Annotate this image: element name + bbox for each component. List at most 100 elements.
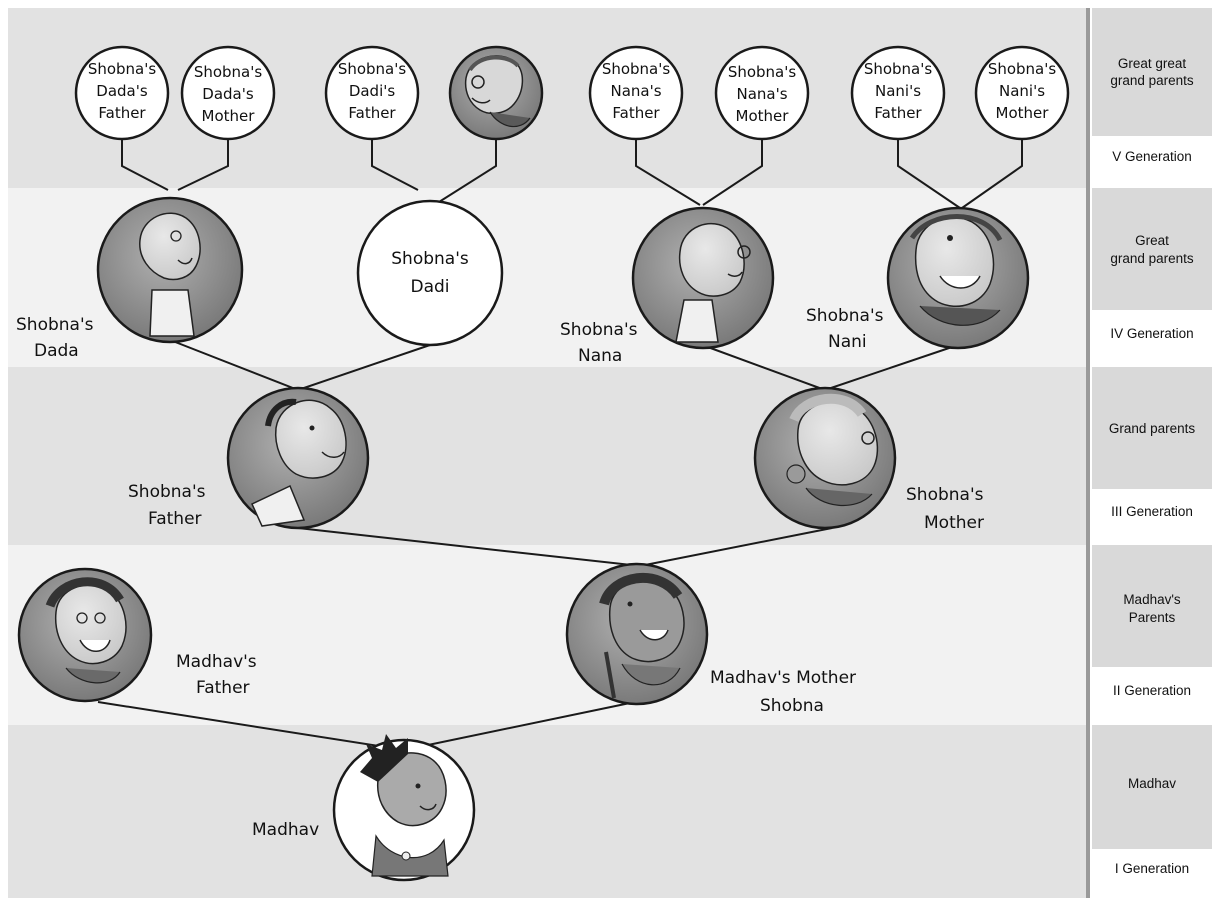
person-label-line: Madhav's Mother — [710, 668, 856, 688]
person-node-dadi-father[interactable]: Shobna's Dadi's Father — [324, 45, 420, 141]
connector-line — [403, 702, 631, 751]
connector-lines — [97, 140, 1023, 751]
person-label-line: Father — [148, 509, 202, 529]
sidebar-generation-label: III Generation — [1111, 504, 1193, 519]
generation-1-nodes: Madhav — [252, 734, 476, 882]
node-text-line: Dada's — [96, 82, 148, 100]
connector-line — [702, 140, 763, 206]
sidebar-generation-label: II Generation — [1113, 683, 1191, 698]
connector-line — [164, 337, 299, 391]
node-text-line: Shobna's — [864, 60, 933, 78]
connector-line — [704, 345, 826, 391]
band-generation-3 — [8, 367, 1086, 545]
node-text-line: Nani's — [875, 82, 921, 100]
node-text-line: Dadi — [410, 277, 449, 297]
person-node-dadi-mother[interactable] — [448, 45, 544, 141]
generation-2-nodes: Madhav's Father Madhav's Mother Shobna — [17, 562, 856, 716]
node-text-line: Father — [874, 104, 922, 122]
sidebar-title-line: Parents — [1129, 610, 1176, 625]
connector-line — [371, 140, 419, 191]
person-node-madhav-mother[interactable]: Madhav's Mother Shobna — [565, 562, 856, 716]
sidebar-title-line: Great great — [1118, 56, 1187, 71]
person-node-nani-father[interactable]: Shobna's Nani's Father — [850, 45, 946, 141]
person-node-madhav-father[interactable]: Madhav's Father — [17, 567, 257, 703]
node-text-line: Mother — [996, 104, 1050, 122]
person-label-line: Nana — [578, 346, 622, 366]
person-label-line: Dada — [34, 341, 79, 361]
connector-line — [297, 527, 641, 567]
smiling-man-portrait-icon — [45, 577, 127, 684]
person-node-mother[interactable]: Shobna's Mother — [753, 386, 984, 533]
node-text-line: Shobna's — [728, 63, 797, 81]
connector-line — [639, 527, 833, 567]
bald-man-portrait-icon — [675, 222, 751, 343]
sidebar-title-line: Madhav's — [1123, 592, 1181, 607]
sidebar-title-line: grand parents — [1110, 251, 1194, 266]
person-node-dadi[interactable]: Shobna's Dadi — [356, 199, 504, 347]
sidebar-generation-label: V Generation — [1112, 149, 1192, 164]
connector-line — [297, 344, 431, 391]
man-portrait-icon — [251, 398, 347, 527]
person-node-nani-mother[interactable]: Shobna's Nani's Mother — [974, 45, 1070, 141]
node-text-line: Shobna's — [88, 60, 157, 78]
connector-line — [97, 701, 405, 751]
person-label-line: Shobna's — [806, 306, 884, 326]
node-text-line: Father — [612, 104, 660, 122]
person-node-nana-father[interactable]: Shobna's Nana's Father — [588, 45, 684, 141]
elderly-woman-portrait-icon — [464, 55, 531, 128]
person-label-line: Mother — [924, 513, 984, 533]
person-label-line: Madhav — [252, 820, 319, 840]
node-text-line: Nani's — [999, 82, 1045, 100]
person-label-line: Madhav's — [176, 652, 257, 672]
person-label-line: Shobna's — [560, 320, 638, 340]
node-text-line: Father — [98, 104, 146, 122]
connector-line — [897, 140, 961, 209]
node-text-line: Nana's — [610, 82, 661, 100]
person-label-line: Father — [196, 678, 250, 698]
person-label-line: Shobna's — [906, 485, 984, 505]
node-text-line: Shobna's — [194, 63, 263, 81]
connector-line — [961, 140, 1023, 209]
person-label-line: Shobna — [760, 696, 824, 716]
sidebar-title-line: Madhav — [1128, 776, 1176, 791]
sidebar-row-generation-1: Madhav I Generation — [1092, 725, 1212, 889]
sidebar-title-line: Grand parents — [1109, 421, 1196, 436]
young-woman-portrait-icon — [599, 572, 685, 699]
sidebar-title-line: grand parents — [1110, 73, 1194, 88]
generation-4-nodes: Shobna's Dada Shobna's Dadi Shobna's Nan… — [16, 196, 1030, 366]
connector-line — [635, 140, 701, 206]
person-node-dada[interactable]: Shobna's Dada — [16, 196, 244, 361]
sidebar-generation-label: IV Generation — [1110, 326, 1193, 341]
node-text-line: Mother — [736, 107, 790, 125]
connector-line — [419, 140, 497, 215]
person-label-line: Shobna's — [16, 315, 94, 335]
node-text-line: Mother — [202, 107, 256, 125]
sidebar-row-generation-4: Great grand parents IV Generation — [1092, 188, 1212, 356]
person-node-dada-mother[interactable]: Shobna's Dada's Mother — [180, 45, 276, 141]
smiling-grandmother-portrait-icon — [909, 214, 1003, 326]
sidebar-title-line: Great — [1135, 233, 1169, 248]
sidebar-generation-label: I Generation — [1115, 861, 1189, 876]
generation-3-nodes: Shobna's Father Shobna's Mother — [128, 386, 984, 533]
sidebar-divider — [1086, 8, 1090, 898]
generation-5-nodes: Shobna's Dada's Father Shobna's Dada's M… — [74, 45, 1070, 141]
sidebar-row-generation-3: Grand parents III Generation — [1092, 367, 1212, 535]
person-node-father[interactable]: Shobna's Father — [128, 386, 370, 530]
person-node-nani[interactable]: Shobna's Nani — [806, 206, 1030, 352]
person-node-dada-father[interactable]: Shobna's Dada's Father — [74, 45, 170, 141]
person-label-line: Nani — [828, 332, 867, 352]
person-node-nana[interactable]: Shobna's Nana — [560, 206, 775, 366]
node-text-line: Nana's — [736, 85, 787, 103]
connector-line — [121, 140, 169, 191]
sidebar-row-generation-2: Madhav's Parents II Generation — [1092, 545, 1212, 713]
generation-bands — [8, 8, 1086, 898]
person-node-madhav[interactable]: Madhav — [252, 734, 476, 882]
woman-portrait-icon — [786, 393, 879, 507]
node-text-line: Shobna's — [338, 60, 407, 78]
node-text-line: Father — [348, 104, 396, 122]
band-generation-1 — [8, 725, 1086, 898]
node-text-line: Shobna's — [988, 60, 1057, 78]
person-node-nana-mother[interactable]: Shobna's Nana's Mother — [714, 45, 810, 141]
boy-portrait-icon — [360, 734, 449, 877]
